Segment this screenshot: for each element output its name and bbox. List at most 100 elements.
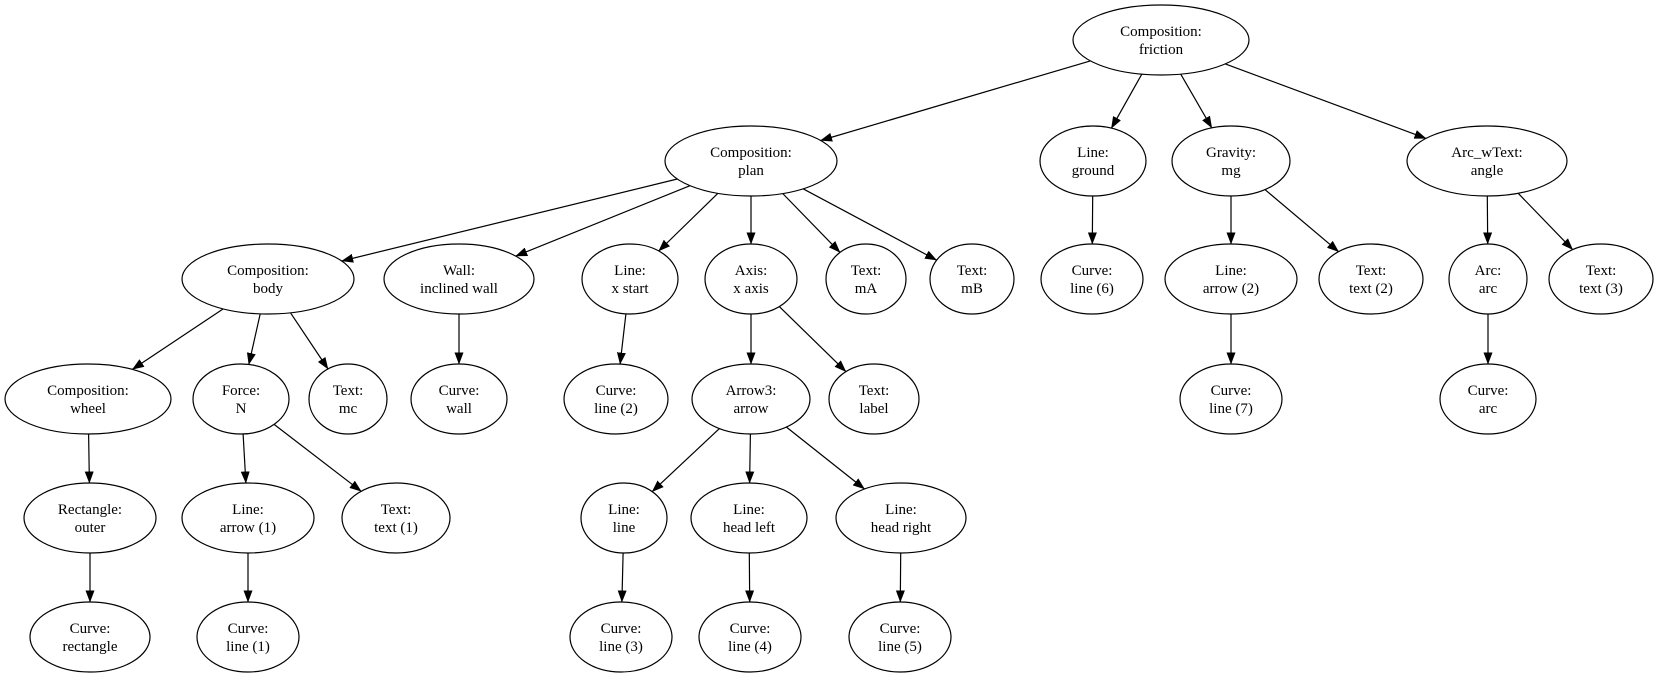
node-ellipse (835, 482, 967, 554)
edge-friction-ground (1110, 73, 1143, 129)
node-label: Curve:line (3) (599, 621, 643, 655)
node-wall: Curve:wall (410, 363, 508, 435)
node-label: Text:mc (333, 383, 364, 417)
node-x-start: Line:x start (581, 243, 679, 315)
node-ellipse (1072, 4, 1250, 76)
node-line1: Curve:line (1) (196, 601, 300, 673)
edge-mg-text2 (1264, 189, 1339, 253)
node-body: Composition:body (181, 243, 355, 315)
node-label: Composition:wheel (47, 383, 129, 417)
node-arrow3: Arrow3:arrow (691, 363, 811, 435)
node-ground: Line:ground (1039, 125, 1147, 197)
edge-line-line3 (617, 552, 627, 603)
node-x-axis: Axis:x axis (704, 243, 798, 315)
node-ellipse (1040, 243, 1144, 315)
node-ellipse (181, 243, 355, 315)
node-label: Text:text (1) (374, 502, 418, 536)
node-ellipse (23, 482, 157, 554)
node-label: Text:label (859, 383, 890, 417)
node-ellipse (181, 482, 315, 554)
edge-force-n-text1 (273, 423, 362, 492)
node-label: Curve:line (1) (226, 621, 270, 655)
node-label: Curve:wall (439, 383, 480, 417)
node-arrow2: Line:arrow (2) (1164, 243, 1298, 315)
edge-plan-mA (782, 193, 841, 253)
node-ellipse (308, 363, 388, 435)
edge-arrow3-head-right (785, 426, 865, 490)
node-ellipse (192, 363, 290, 435)
node-mB: Text:mB (929, 243, 1015, 315)
node-mc: Text:mc (308, 363, 388, 435)
node-mA: Text:mA (825, 243, 907, 315)
node-label: Gravity:mg (1206, 145, 1256, 179)
node-ellipse (664, 125, 838, 197)
node-ellipse (1164, 243, 1298, 315)
edge-friction-plan (820, 60, 1091, 142)
node-text3: Text:text (3) (1548, 243, 1654, 315)
edge-arrow3-line (651, 428, 720, 493)
edge-friction-angle (1225, 63, 1427, 139)
node-ellipse (1171, 125, 1291, 197)
node-label: Curve:arc (1468, 383, 1509, 417)
edge-body-wheel (131, 308, 224, 370)
node-label: Line:x start (611, 263, 649, 297)
node-label: Line:arrow (1) (220, 502, 276, 536)
node-label: Text:mB (957, 263, 988, 297)
node-rectangle: Curve:rectangle (29, 601, 151, 673)
node-ellipse (1406, 125, 1568, 197)
node-label: Text:text (2) (1349, 263, 1393, 297)
node-label: Line:arrow (2) (1203, 263, 1259, 297)
node-ellipse (1179, 363, 1283, 435)
node-line6: Curve:line (6) (1040, 243, 1144, 315)
node-ellipse (691, 363, 811, 435)
node-label: Line:head right (871, 502, 932, 536)
edge-body-mc (290, 312, 329, 370)
node-label: Text:mA (851, 263, 882, 297)
edge-plan-x-start (658, 192, 719, 252)
node-label: Force:N (222, 383, 260, 417)
node-wheel: Composition:wheel (4, 363, 172, 435)
node-ellipse (196, 601, 300, 673)
node-ellipse (1548, 243, 1654, 315)
edge-x-start-line2 (616, 313, 627, 365)
edge-arrow3-head-left (745, 433, 755, 484)
edge-plan-inclined-wall (515, 185, 691, 257)
node-ellipse (581, 243, 679, 315)
node-curve-arc: Curve:arc (1439, 363, 1537, 435)
node-ellipse (690, 482, 808, 554)
node-mg: Gravity:mg (1171, 125, 1291, 197)
node-line7: Curve:line (7) (1179, 363, 1283, 435)
node-label: Text:text (3) (1579, 263, 1623, 297)
node-ellipse (341, 482, 451, 554)
node-label: Curve:line (6) (1070, 263, 1114, 297)
node-label: Arc_wText:angle (1451, 145, 1522, 179)
node-arrow1: Line:arrow (1) (181, 482, 315, 554)
node-label: Curve:line (7) (1209, 383, 1253, 417)
edge-force-n-arrow1 (240, 433, 250, 484)
node-label: Line:head left (723, 502, 776, 536)
node-label: Rectangle:outer (58, 502, 122, 536)
node-ellipse (383, 243, 535, 315)
node-outer: Rectangle:outer (23, 482, 157, 554)
edge-body-force-n (246, 313, 261, 365)
node-label: Arc:arc (1475, 263, 1502, 297)
node-ellipse (929, 243, 1015, 315)
node-label: Composition:plan (710, 145, 792, 179)
node-ellipse (1318, 243, 1424, 315)
node-ellipse (410, 363, 508, 435)
node-text2: Text:text (2) (1318, 243, 1424, 315)
node-ellipse (828, 363, 920, 435)
node-line3: Curve:line (3) (569, 601, 673, 673)
edge-angle-text3 (1517, 192, 1574, 251)
node-inclined-wall: Wall:inclined wall (383, 243, 535, 315)
node-ellipse (563, 363, 669, 435)
node-arc: Arc:arc (1448, 243, 1528, 315)
node-label: Curve:line (2) (594, 383, 638, 417)
node-force-n: Force:N (192, 363, 290, 435)
node-label: Text:label (828, 363, 920, 435)
node-line4: Curve:line (4) (698, 601, 802, 673)
edge-plan-mB (802, 188, 938, 261)
node-ellipse (698, 601, 802, 673)
